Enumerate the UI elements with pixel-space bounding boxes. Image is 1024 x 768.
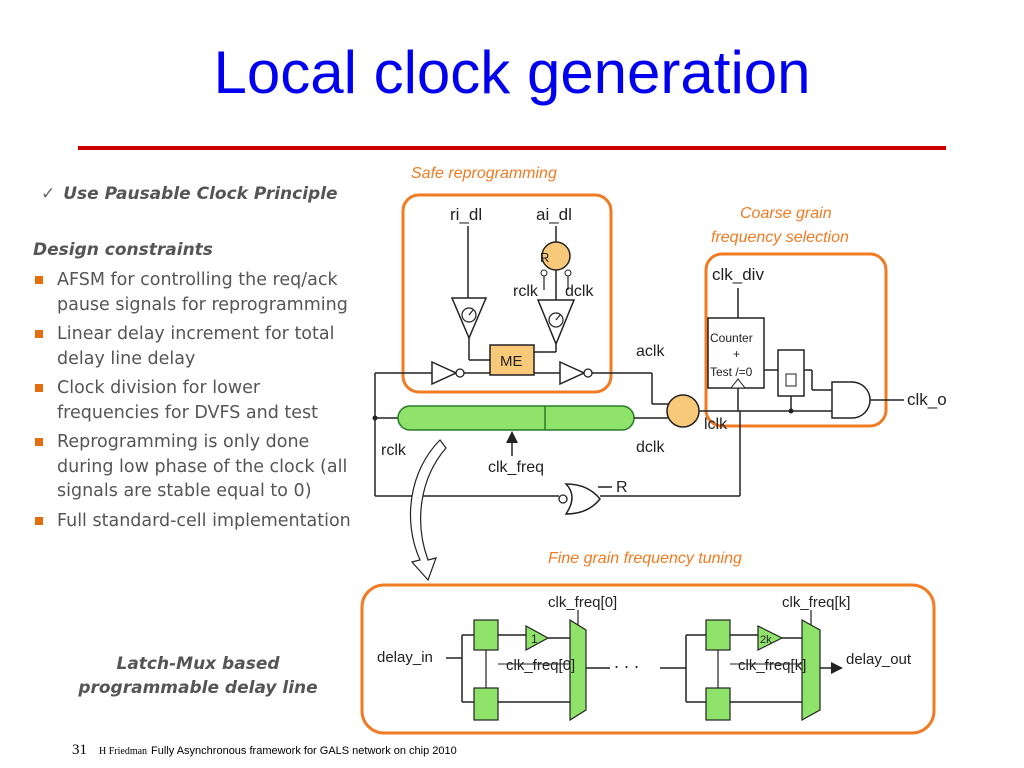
rclk-top-label: rclk: [513, 283, 539, 300]
counter-test: Test /=0: [710, 365, 753, 379]
counter-label: Counter: [710, 331, 753, 345]
latch-bottom-k: [705, 687, 731, 721]
footer-text: Fully Asynchronous framework for GALS ne…: [151, 745, 457, 757]
clk-o-label: clk_o: [907, 390, 947, 409]
list-item: AFSM for controlling the req/ack pause s…: [33, 268, 353, 317]
safe-reprogramming-label: Safe reprogramming: [411, 165, 557, 182]
buffer-k-icon: [757, 625, 784, 651]
delay-out-label: delay_out: [846, 651, 912, 668]
left-delay-clock-icon: [461, 307, 477, 323]
page-number: 31: [72, 742, 87, 758]
list-item: Clock division for lower frequencies for…: [33, 376, 353, 425]
buffer-1-label: 1: [531, 632, 538, 646]
me-block: [489, 344, 535, 376]
coarse-grain-label-1: Coarse grain: [740, 205, 832, 222]
constraints-list: AFSM for controlling the req/ack pause s…: [33, 268, 353, 538]
delay-in-label: delay_in: [377, 649, 433, 666]
clk-freq0-mid-label: clk_freq[0]: [506, 657, 575, 674]
use-principle-line: ✓ Use Pausable Clock Principle: [41, 184, 338, 204]
c-element: [666, 394, 700, 428]
ai-dl-label: ai_dl: [536, 205, 572, 224]
clk-freqk-top-label: clk_freq[k]: [782, 594, 850, 611]
fine-grain-label: Fine grain frequency tuning: [548, 550, 742, 567]
constraints-heading: Design constraints: [33, 240, 213, 260]
dclk-bottom-label: dclk: [636, 439, 665, 456]
list-item: Linear delay increment for total delay l…: [33, 322, 353, 371]
flip-flop-block: [777, 349, 805, 397]
left-inverter-icon: [431, 360, 458, 386]
aclk-label: aclk: [636, 343, 665, 360]
and-gate-icon: [831, 381, 871, 419]
lclk-label: lclk: [704, 416, 728, 433]
expand-arrow-icon: [409, 439, 447, 582]
clk-div-label: clk_div: [712, 265, 764, 284]
title-divider: [78, 146, 946, 150]
bullet-square-icon: [35, 438, 43, 446]
footer-author: H Friedman: [99, 746, 148, 757]
r-gate-label: R: [540, 250, 549, 265]
latch-top-k: [705, 619, 731, 651]
right-delay-buffer-icon: [536, 299, 576, 346]
buffer-1-icon: [525, 624, 550, 652]
page-title: Local clock generation: [213, 39, 811, 106]
me-label: ME: [500, 353, 523, 370]
ri-dl-label: ri_dl: [450, 205, 482, 224]
use-principle-text: Use Pausable Clock Principle: [63, 184, 338, 204]
dclk-top-label: dclk: [565, 283, 594, 300]
latch-top-1: [473, 619, 499, 651]
clk-freq-label: clk_freq: [488, 459, 544, 476]
mux-k: [801, 618, 821, 722]
checkmark-icon: ✓: [41, 184, 56, 204]
dots-label: . . .: [614, 652, 639, 672]
counter-plus: +: [733, 347, 740, 361]
left-delay-buffer-icon: [450, 297, 488, 340]
bullet-square-icon: [35, 516, 43, 525]
counter-block: [707, 317, 765, 389]
latch-bottom-1: [473, 687, 499, 721]
rclk-left-label: rclk: [381, 442, 407, 459]
list-item: Reprogramming is only done during low ph…: [33, 430, 353, 504]
safe-reprogramming-box: [401, 193, 613, 394]
mux-1: [569, 618, 587, 722]
coarse-grain-box: [704, 252, 888, 428]
bullet-square-icon: [35, 384, 43, 392]
list-item: Full standard-cell implementation: [33, 509, 353, 534]
clk-freq0-top-label: clk_freq[0]: [548, 594, 617, 611]
bullet-square-icon: [35, 330, 43, 338]
coarse-grain-label-2: frequency selection: [711, 229, 849, 246]
right-inverter-icon: [559, 360, 586, 386]
bullet-square-icon: [35, 276, 43, 284]
latch-mux-caption: Latch-Mux based programmable delay line: [78, 654, 318, 698]
right-delay-clock-icon: [548, 312, 564, 328]
delay-line-bar: [397, 405, 635, 431]
clk-freqk-mid-label: clk_freq[k]: [738, 657, 806, 674]
fine-grain-box: [360, 583, 936, 735]
buffer-k-label: 2k: [760, 634, 772, 646]
r-nor-label: R: [616, 479, 628, 496]
nor-gate-icon: [564, 483, 601, 515]
